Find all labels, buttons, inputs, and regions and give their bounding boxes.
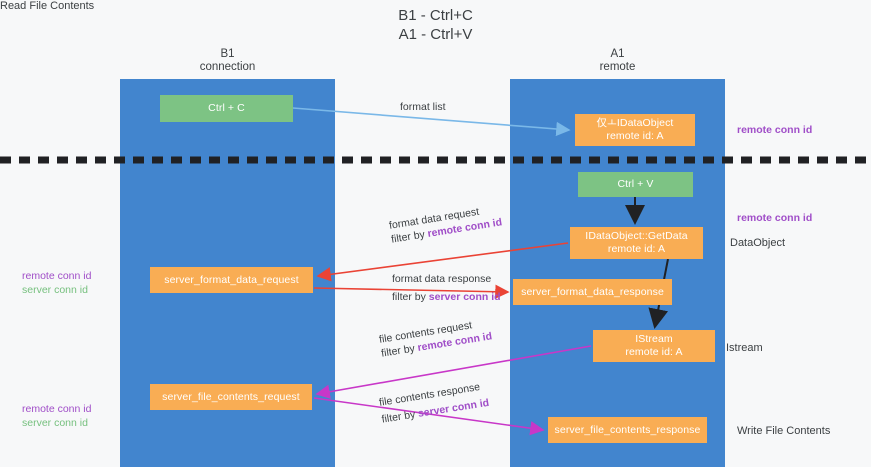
title-line-2: A1 - Ctrl+V bbox=[398, 26, 473, 43]
node-ctrl-v[interactable]: Ctrl + V bbox=[578, 172, 693, 197]
edge-label-format-list-text: format list bbox=[400, 101, 446, 113]
edge-label-format-data-response-text: format data response bbox=[392, 273, 492, 285]
node-getdata-sublabel: remote id: A bbox=[607, 243, 666, 255]
node-idataobject-label: 仅ㅗIDataObject bbox=[596, 117, 674, 129]
column-a1-name: A1 bbox=[610, 48, 625, 60]
node-idataobject-getdata[interactable]: IDataObject::GetData remote id: A bbox=[570, 227, 703, 259]
node-ctrl-v-label: Ctrl + V bbox=[617, 178, 654, 190]
node-server-file-contents-request[interactable]: server_file_contents_request bbox=[150, 384, 312, 410]
edge-label-format-data-response-filter: filter by server conn id bbox=[392, 290, 501, 304]
annotation-write-file-contents: Write File Contents bbox=[737, 425, 831, 437]
annotation-istream: Istream bbox=[726, 342, 763, 354]
column-header-a1: A1 remote bbox=[510, 48, 725, 74]
column-a1-role: remote bbox=[599, 61, 636, 73]
node-server-file-contents-response[interactable]: server_file_contents_response bbox=[548, 417, 707, 443]
filter-key-server-conn-id: server conn id bbox=[428, 291, 501, 303]
annotation-server-conn-id-2: server conn id bbox=[22, 417, 88, 429]
annotation-conn-ids-lower: remote conn id server conn id bbox=[22, 402, 91, 430]
annotation-remote-conn-id-2: remote conn id bbox=[22, 403, 92, 415]
annotation-read-file-contents: Read File Contents bbox=[0, 0, 95, 12]
edge-file-contents-request bbox=[315, 345, 592, 399]
column-b1-name: B1 bbox=[220, 48, 235, 60]
annotation-remote-conn-id-mid: remote conn id bbox=[737, 212, 813, 224]
column-b1-role: connection bbox=[199, 61, 256, 73]
edge-format-data-request bbox=[316, 242, 569, 282]
edge-file-contents-response bbox=[313, 397, 545, 436]
edge-label-format-list: format list bbox=[400, 100, 446, 114]
node-server-format-data-request-label: server_format_data_request bbox=[164, 273, 299, 286]
node-idataobject-sublabel: remote id: A bbox=[606, 130, 664, 142]
node-istream[interactable]: IStream remote id: A bbox=[593, 330, 715, 362]
node-ctrl-c[interactable]: Ctrl + C bbox=[160, 95, 293, 122]
node-idataobject[interactable]: 仅ㅗIDataObject remote id: A bbox=[575, 114, 695, 146]
edge-format-data-response bbox=[313, 284, 510, 299]
title-line-1: B1 - Ctrl+C bbox=[398, 7, 473, 24]
edge-label-format-data-response: format data response filter by server co… bbox=[392, 272, 501, 304]
annotation-remote-conn-id-1: remote conn id bbox=[22, 270, 92, 282]
annotation-server-conn-id-1: server conn id bbox=[22, 284, 88, 296]
edge-format-list bbox=[292, 107, 571, 137]
node-server-format-data-request[interactable]: server_format_data_request bbox=[150, 267, 313, 293]
node-ctrl-c-label: Ctrl + C bbox=[208, 102, 245, 114]
diagram-title: B1 - Ctrl+C A1 - Ctrl+V bbox=[0, 6, 871, 44]
filter-prefix: filter by bbox=[392, 291, 429, 303]
node-getdata-label: IDataObject::GetData bbox=[585, 230, 688, 242]
annotation-remote-conn-id-top: remote conn id bbox=[737, 124, 813, 136]
node-server-file-contents-request-label: server_file_contents_request bbox=[162, 390, 300, 403]
annotation-conn-ids-upper: remote conn id server conn id bbox=[22, 269, 91, 297]
node-server-file-contents-response-label: server_file_contents_response bbox=[554, 423, 701, 436]
node-istream-sublabel: remote id: A bbox=[625, 346, 683, 358]
column-header-b1: B1 connection bbox=[120, 48, 335, 74]
node-server-format-data-response-label: server_format_data_response bbox=[521, 285, 664, 298]
node-server-format-data-response[interactable]: server_format_data_response bbox=[513, 279, 672, 305]
annotation-dataobject: DataObject bbox=[730, 237, 786, 249]
node-istream-label: IStream bbox=[635, 333, 673, 345]
